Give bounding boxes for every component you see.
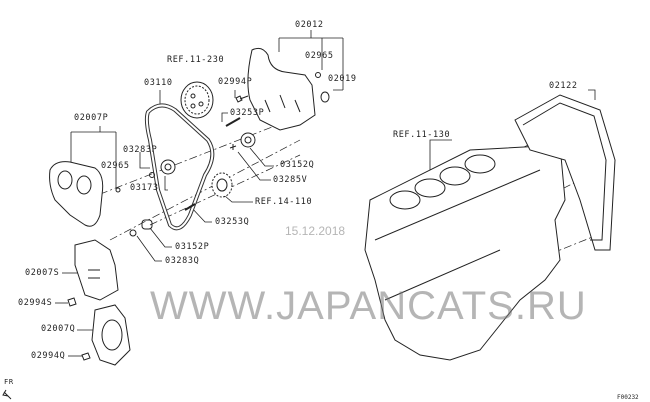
- label-03283Q: 03283Q: [165, 256, 200, 266]
- rear-timing-cover: [247, 47, 316, 131]
- label-03253P: 03253P: [230, 108, 265, 118]
- seal-02019: [320, 91, 330, 103]
- label-02012: 02012: [295, 20, 324, 30]
- bolt-03285V: [229, 144, 237, 150]
- label-03253Q: 03253Q: [215, 217, 250, 227]
- label-02965-b: 02965: [101, 161, 130, 171]
- idler-03152P: [141, 219, 153, 230]
- pin-02965: [315, 72, 321, 78]
- bolt-02994S: [67, 297, 77, 307]
- bolt-03283P: [149, 172, 155, 178]
- label-ref-11-230: REF.11-230: [167, 55, 225, 65]
- label-02007S: 02007S: [25, 268, 60, 278]
- bolt-02994P: [235, 95, 249, 103]
- bolt-02994Q: [81, 352, 91, 361]
- camshaft-sprocket: [180, 81, 214, 119]
- stud-03253Q: [184, 203, 196, 211]
- watermark-date: 15.12.2018: [285, 224, 346, 238]
- label-02994S: 02994S: [18, 298, 53, 308]
- label-03152Q: 03152Q: [280, 160, 315, 170]
- label-03152P: 03152P: [175, 242, 210, 252]
- label-02007Q: 02007Q: [41, 324, 76, 334]
- label-03173: 03173: [130, 183, 159, 193]
- label-03110: 03110: [144, 78, 173, 88]
- label-03285V: 03285V: [273, 175, 308, 185]
- tensioner-03173: [160, 159, 176, 175]
- label-02994Q: 02994Q: [31, 351, 66, 361]
- stud-03253P: [225, 117, 241, 127]
- idler-03152Q: [240, 132, 256, 148]
- figure-code: F00232: [617, 394, 639, 401]
- pin-02965-b: [115, 187, 121, 193]
- label-02965: 02965: [305, 51, 334, 61]
- label-02122: 02122: [549, 81, 578, 91]
- bolt-03283Q: [129, 229, 137, 237]
- label-ref-11-130: REF.11-130: [393, 130, 451, 140]
- gasket-02122: [514, 94, 616, 251]
- label-02994P: 02994P: [218, 77, 253, 87]
- label-02007P: 02007P: [74, 113, 109, 123]
- watermark-site: WWW.JAPANCATS.RU: [150, 284, 587, 328]
- timing-belt: [144, 103, 215, 231]
- cylinder-block: [364, 144, 566, 361]
- front-arrow-icon: [2, 389, 12, 400]
- label-fr: FR: [4, 378, 14, 386]
- label-03283P: 03283P: [123, 145, 158, 155]
- crankshaft-sprocket: [211, 172, 233, 198]
- label-ref-14-110: REF.14-110: [255, 197, 313, 207]
- label-02019: 02019: [328, 74, 357, 84]
- lower-cover-02007Q: [91, 304, 131, 366]
- upper-front-cover: [49, 161, 104, 227]
